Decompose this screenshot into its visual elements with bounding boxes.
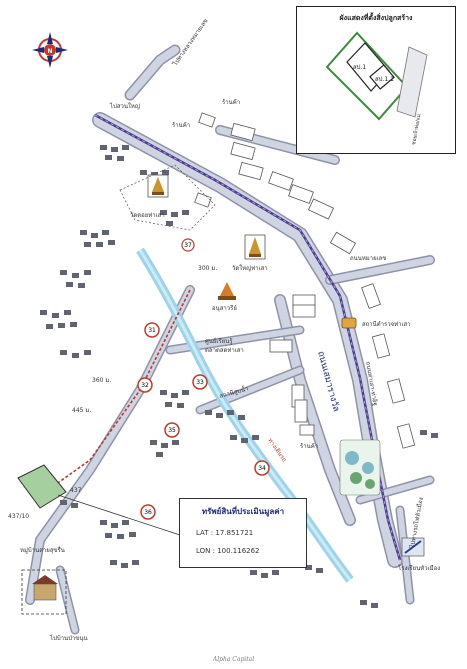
temple-label: วัดใหญ่ท่าเสา	[232, 264, 268, 272]
park-icon	[339, 439, 381, 496]
monument-icon	[218, 282, 236, 300]
lot-label: 437/10	[8, 513, 29, 520]
inset-building-label: สป.1.1	[375, 76, 394, 83]
market-label: ตลาดสดท่าเสา	[205, 347, 244, 354]
route-path	[54, 289, 191, 486]
callout-leader	[57, 494, 181, 536]
route-marker: 31	[144, 322, 160, 338]
svg-text:N: N	[47, 48, 52, 55]
distance-label: 445 ม.	[72, 407, 91, 414]
village-icon	[21, 569, 67, 615]
distance-label: 360 ม.	[92, 377, 111, 384]
svg-text:32: 32	[141, 382, 149, 389]
subject-callout: ทรัพย์สินที่ประเมินมูลค่า LAT : 17.85172…	[179, 498, 307, 568]
temple-area	[119, 164, 216, 231]
road-left-top-label: ไปสวนใหญ่	[109, 102, 140, 110]
school-icon	[401, 537, 425, 557]
compass-icon: N	[32, 32, 68, 68]
police-icon	[341, 317, 357, 329]
svg-text:31: 31	[148, 327, 156, 334]
center-road-label: ถนนเสมารางวัล	[315, 350, 341, 413]
police-label: สถานีตำรวจท่าเสา	[362, 320, 411, 328]
distance-label: 300 ม.	[198, 265, 217, 272]
route-marker: 33	[192, 374, 208, 390]
shop-label: ร้านค้า	[222, 99, 240, 106]
svg-text:36: 36	[144, 509, 152, 516]
road-markers: 31 32 33 35 34 36 37	[137, 238, 270, 520]
route-marker: 35	[164, 422, 180, 438]
route-marker: 32	[137, 377, 153, 393]
svg-text:34: 34	[258, 465, 266, 472]
shop-blocks	[194, 112, 416, 449]
subject-parcel	[17, 464, 67, 509]
route-marker: 34	[254, 460, 270, 476]
footer-credit: Alpha Capital	[212, 656, 255, 663]
svg-text:33: 33	[196, 379, 204, 386]
route-marker: 36	[140, 504, 156, 520]
monument-label: อนุสาวรีย์	[212, 304, 237, 312]
inset-road-label: ซอยเจ้าพ่อ/แม่	[410, 113, 422, 145]
village-label: หมู่บ้านสายสุขรื่น	[20, 546, 65, 554]
lot-label: 437	[70, 487, 82, 494]
inset-title: ผังแสดงที่ตั้งสิ่งปลูกสร้าง	[339, 14, 413, 22]
inset-drawing: สป.1 สป.1.1 ซอยเจ้าพ่อ/แม่	[325, 31, 428, 145]
lane-label: ทางเดินรถ	[266, 437, 288, 464]
route-marker: 37	[181, 238, 195, 252]
shop-label: ร้านค้า	[300, 443, 318, 450]
lon-value: LON : 100.116262	[196, 547, 260, 555]
lat-value: LAT : 17.851721	[196, 529, 254, 537]
side-road-label: ถนนหมายเลข	[350, 255, 386, 262]
inset-building-label: สป.1	[353, 64, 366, 71]
temple-label: วัดดอยท่าเสา	[130, 212, 165, 219]
school-bottom-label: โรงเรียนหัวเมือง	[398, 564, 440, 572]
road-top-label: ไปทางหลวงหมายเลข	[171, 17, 210, 68]
site-plan-inset: ผังแสดงที่ตั้งสิ่งปลูกสร้าง สป.1 สป.1.1 …	[296, 6, 456, 154]
callout-title: ทรัพย์สินที่ประเมินมูลค่า	[201, 507, 285, 516]
shop-label: ร้านค้า	[172, 122, 190, 129]
road-bottom-left-label: ไปบ้านป่าขนุน	[49, 634, 88, 642]
svg-text:35: 35	[168, 427, 176, 434]
temple-icon	[244, 234, 266, 260]
house-clusters	[40, 145, 438, 608]
school-label: ศูนย์เรียนรู้	[205, 337, 233, 345]
svg-text:37: 37	[184, 242, 192, 249]
temple-icon	[147, 174, 169, 198]
